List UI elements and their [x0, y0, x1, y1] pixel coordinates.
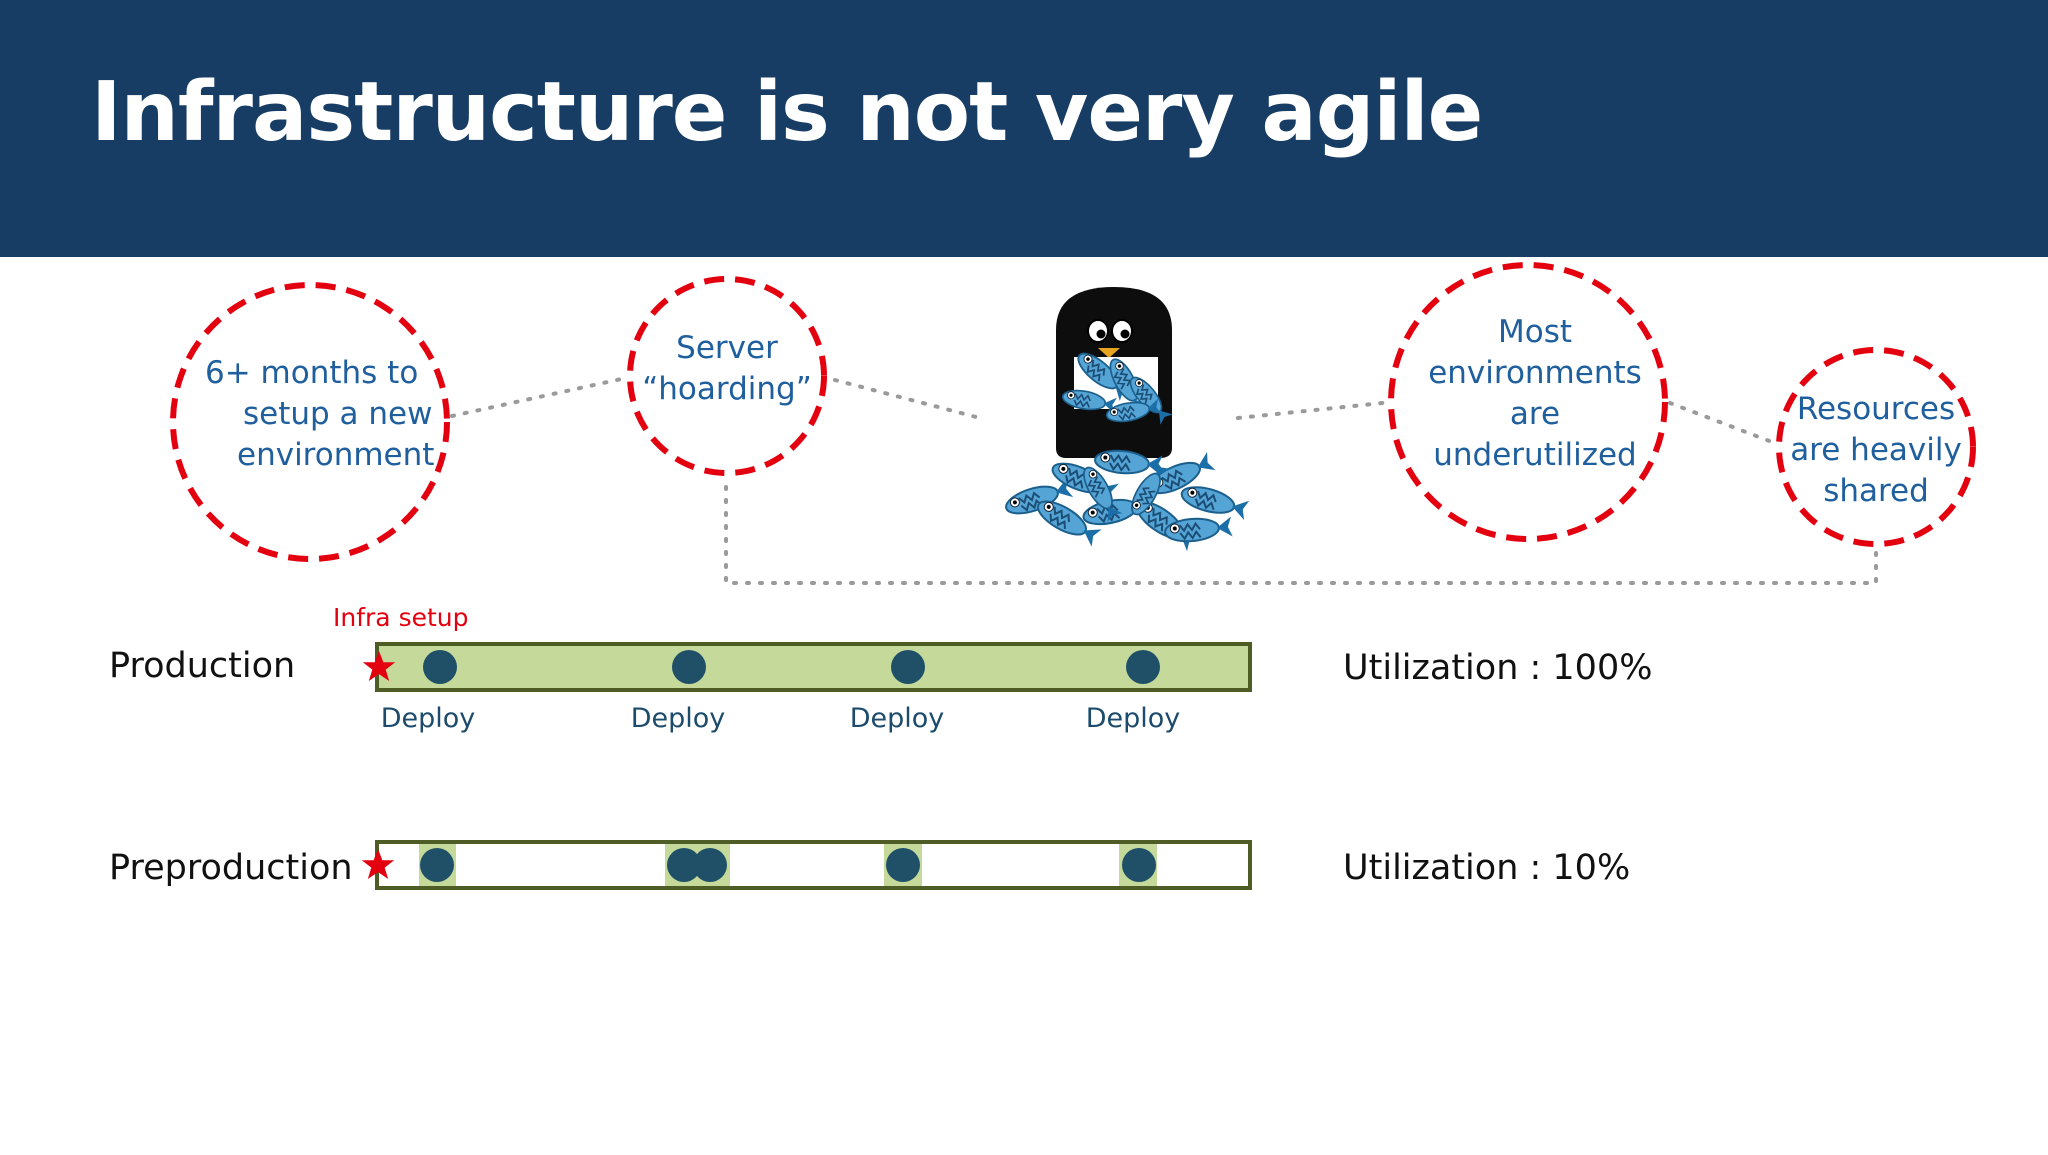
deploy-label: Deploy	[1085, 703, 1181, 734]
slide-title: Infrastructure is not very agile	[91, 65, 1483, 160]
deploy-label: Deploy	[380, 703, 476, 734]
bubble-server-hoarding	[627, 276, 827, 476]
bubble-server-hoarding-text: Server “hoarding”	[627, 328, 827, 410]
deploy-dot	[420, 848, 454, 882]
deploy-dot	[667, 848, 701, 882]
deploy-label: Deploy	[849, 703, 945, 734]
bubble-line: setup a new	[243, 396, 433, 432]
preproduction-utilization: Utilization : 10%	[1343, 848, 1631, 888]
preproduction-bar	[375, 840, 1252, 890]
deploy-dot	[1126, 650, 1160, 684]
deploy-dot	[891, 650, 925, 684]
preproduction-label: Preproduction	[109, 848, 353, 888]
infra-setup-star-icon	[362, 651, 396, 681]
bubble-setup-time	[170, 282, 450, 562]
deploy-dot	[886, 848, 920, 882]
bubble-line: Resources	[1796, 391, 1956, 427]
deploy-label: Deploy	[630, 703, 726, 734]
penguin-hoarding-fish-icon	[1001, 287, 1251, 553]
slide-header: Infrastructure is not very agile	[0, 0, 2048, 257]
bubble-underutilized	[1388, 262, 1668, 542]
deploy-dot	[1122, 848, 1156, 882]
bubble-line: environment	[237, 437, 435, 473]
preproduction-star-icon	[361, 849, 395, 879]
bubble-line: 6+ months to	[205, 355, 419, 391]
bubble-setup-time-text: 6+ months to setup a new environment	[205, 353, 435, 476]
bubble-line: are	[1509, 396, 1561, 432]
bubble-line: are heavily	[1790, 432, 1962, 468]
bubble-line: environments	[1428, 355, 1642, 391]
deploy-dot	[423, 650, 457, 684]
bubble-underutilized-text: Most environments are underutilized	[1415, 312, 1655, 476]
bubble-line: shared	[1823, 473, 1929, 509]
deploy-dot	[672, 650, 706, 684]
bubble-shared-resources	[1776, 347, 1976, 547]
bubble-line: underutilized	[1433, 437, 1637, 473]
production-utilization: Utilization : 100%	[1343, 648, 1653, 688]
infra-setup-label: Infra setup	[333, 603, 469, 632]
production-label: Production	[109, 646, 296, 686]
preproduction-timeline	[361, 840, 1252, 890]
bubble-line: Server	[676, 330, 778, 366]
dotted-connectors	[450, 376, 1878, 585]
deploy-dot	[693, 848, 727, 882]
bubble-line: “hoarding”	[642, 371, 812, 407]
bubble-line: Most	[1497, 314, 1573, 350]
production-bar	[375, 642, 1252, 692]
bubble-shared-resources-text: Resources are heavily shared	[1786, 389, 1966, 512]
production-timeline	[362, 642, 1252, 692]
